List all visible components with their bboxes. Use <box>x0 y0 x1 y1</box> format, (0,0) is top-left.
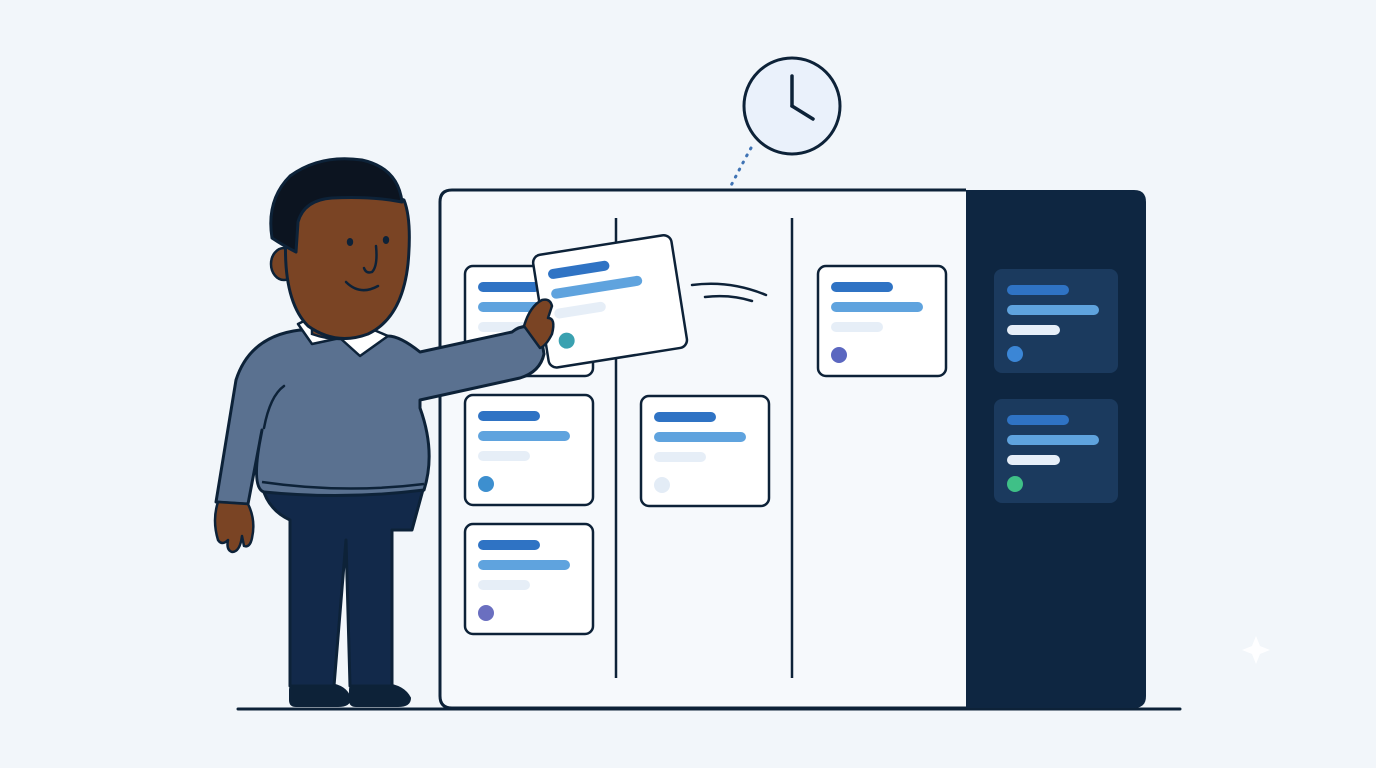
card-meta-bar <box>554 301 606 319</box>
card-body <box>463 522 595 636</box>
board-card <box>994 399 1118 503</box>
sparkle-icon <box>1242 636 1270 664</box>
card-status-dot <box>558 332 575 349</box>
card-meta-bar <box>1007 455 1060 465</box>
card-meta-bar <box>478 580 530 590</box>
card-status-dot <box>1007 346 1023 362</box>
card-text-bar <box>831 302 923 312</box>
left-hand <box>213 500 255 554</box>
card-title-bar <box>548 260 610 279</box>
sweater-hem <box>261 480 425 490</box>
card-title-bar <box>654 412 716 422</box>
card-body <box>816 264 948 378</box>
card-title-bar <box>831 282 893 292</box>
card-meta-bar <box>1007 325 1060 335</box>
eye <box>382 236 390 244</box>
arm-crease <box>262 384 286 430</box>
card-text-bar <box>478 431 570 441</box>
card-status-dot <box>1007 476 1023 492</box>
card-text-bar <box>1007 435 1099 445</box>
card-body <box>639 394 771 508</box>
eye <box>346 238 354 246</box>
person <box>213 157 546 707</box>
card-text-bar <box>654 432 746 442</box>
card-body <box>463 393 595 507</box>
board-card <box>994 269 1118 373</box>
card-text-bar <box>551 275 643 299</box>
moving-card-group <box>531 234 689 369</box>
board-card <box>816 264 948 378</box>
card-title-bar <box>1007 285 1069 295</box>
mouth <box>344 280 380 292</box>
card-meta-bar <box>654 452 706 462</box>
card-status-dot <box>478 605 494 621</box>
moving-card <box>531 234 689 369</box>
card-status-dot <box>654 477 670 493</box>
card-body <box>531 234 689 369</box>
card-title-bar <box>1007 415 1069 425</box>
hair <box>269 157 404 254</box>
card-text-bar <box>1007 305 1099 315</box>
card-title-bar <box>478 282 540 292</box>
card-title-bar <box>478 540 540 550</box>
card-status-dot <box>831 347 847 363</box>
motion-lines <box>690 282 768 303</box>
card-title-bar <box>478 411 540 421</box>
board-card <box>639 394 771 508</box>
nose <box>362 244 378 274</box>
sweater <box>214 325 546 506</box>
card-meta-bar <box>831 322 883 332</box>
board-card <box>463 522 595 636</box>
board-card <box>463 393 595 507</box>
clock-icon <box>742 56 842 156</box>
card-text-bar <box>478 560 570 570</box>
card-status-dot <box>478 476 494 492</box>
trousers <box>260 484 426 688</box>
right-hand <box>522 298 555 350</box>
card-meta-bar <box>478 451 530 461</box>
